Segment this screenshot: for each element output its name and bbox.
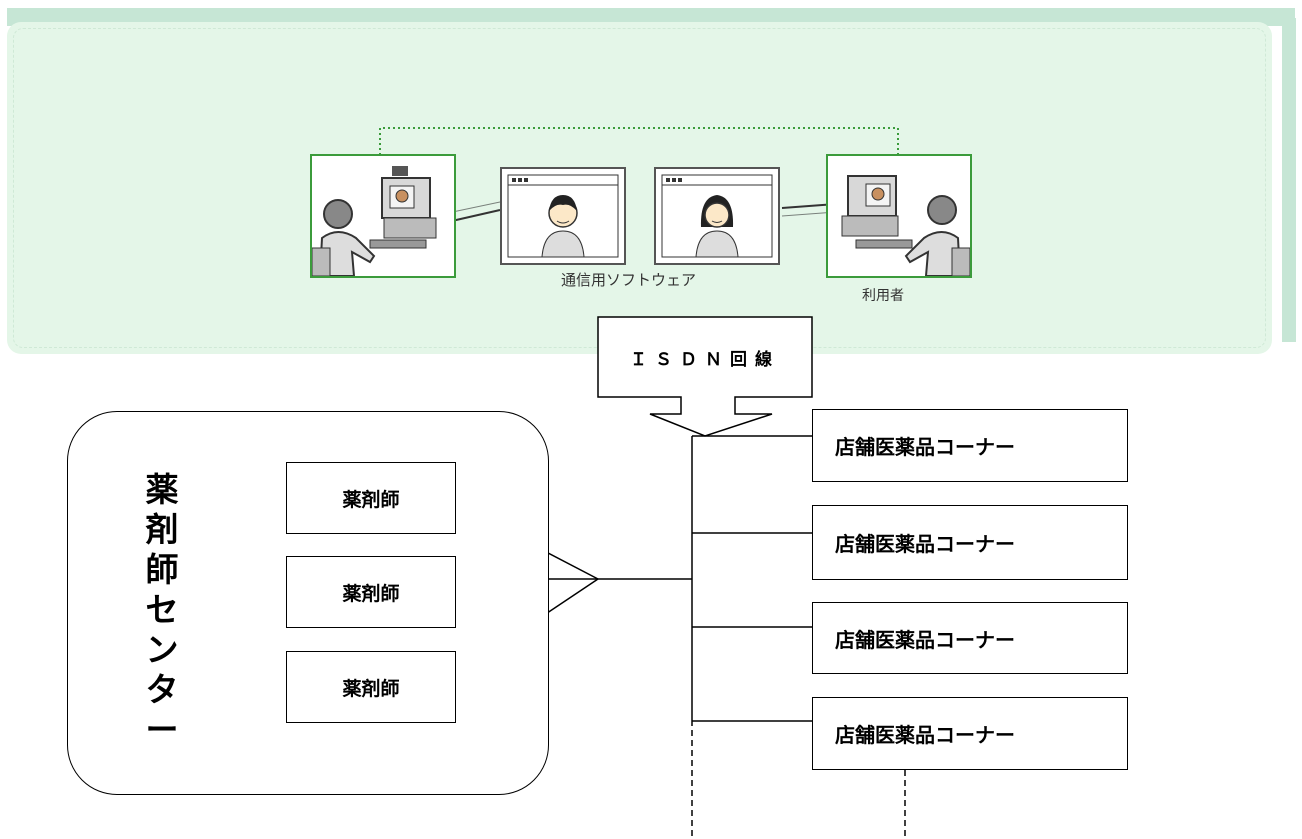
user-caption: 利用者 xyxy=(862,288,904,304)
pharmacist-box-1: 薬剤師 xyxy=(286,462,456,534)
pharmacist-workstation-image xyxy=(310,154,456,278)
store-box-2: 店舗医薬品コーナー xyxy=(812,505,1128,580)
store-box-4: 店舗医薬品コーナー xyxy=(812,697,1128,770)
isdn-line-label: ＩＳＤＮ回線 xyxy=(630,349,780,370)
video-window-right xyxy=(654,167,780,265)
pharmacist-face-icon xyxy=(661,174,773,258)
illustration-panel xyxy=(7,22,1272,354)
pharmacist-box-3: 薬剤師 xyxy=(286,651,456,723)
store-box-3: 店舗医薬品コーナー xyxy=(812,602,1128,674)
software-caption: 通信用ソフトウェア xyxy=(561,271,697,289)
pharmacist-box-2: 薬剤師 xyxy=(286,556,456,628)
store-box-1: 店舗医薬品コーナー xyxy=(812,409,1128,482)
user-workstation-image xyxy=(826,154,972,278)
right-strip xyxy=(1282,18,1296,342)
pharmacist-at-computer-icon xyxy=(311,166,437,277)
pharmacist-center-title: 薬剤師センター xyxy=(145,470,179,749)
user-at-computer-icon xyxy=(841,175,971,277)
user-face-icon xyxy=(507,174,619,258)
video-window-left xyxy=(500,167,626,265)
banner-strip xyxy=(7,8,1295,26)
top-margin xyxy=(0,0,1302,8)
